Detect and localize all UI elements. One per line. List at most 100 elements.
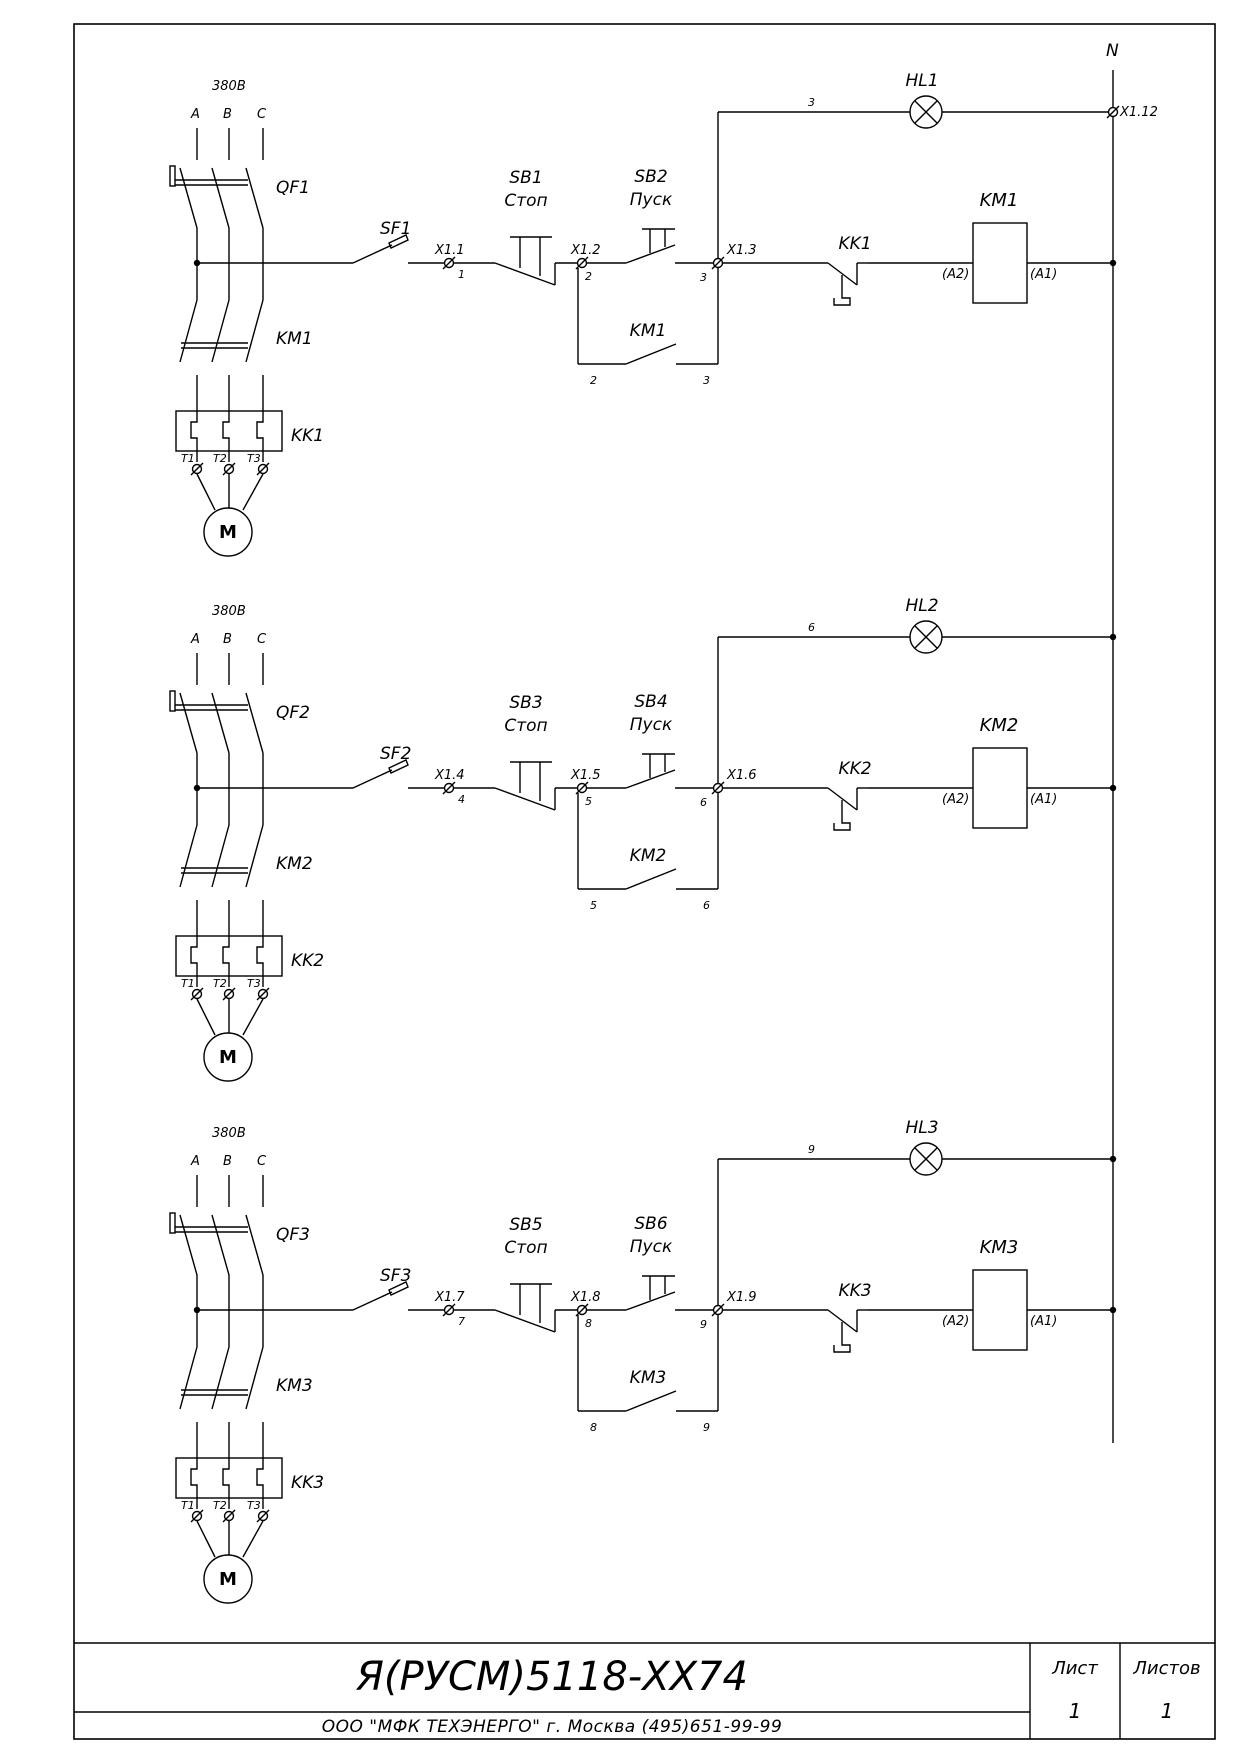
stop-button-label: SB1	[509, 168, 542, 188]
relay-contact-label: KK2	[838, 759, 871, 779]
terminal-slash	[442, 781, 456, 795]
coil-terminal-a2: (A2)	[942, 792, 969, 807]
stop-button-label: SB5	[509, 1215, 542, 1235]
overload-element	[256, 412, 264, 462]
motor-lead	[196, 998, 216, 1036]
holding-contact-label: KM3	[630, 1368, 667, 1388]
overload-element	[190, 412, 198, 462]
sheets-value: 1	[1161, 1699, 1174, 1723]
terminal-mid-label: X1.8	[570, 1290, 601, 1305]
coil-label: KM2	[980, 715, 1019, 736]
terminal-slash	[442, 1303, 456, 1317]
lamp-label: HL3	[905, 1118, 938, 1138]
title-block: Я(РУСМ)5118-XX74 ООО "МФК ТЕХЭНЕРГО" г. …	[74, 1642, 1215, 1739]
breaker-blade	[179, 167, 198, 229]
start-contact	[625, 1291, 676, 1311]
relay-contact-label: KK1	[838, 234, 871, 254]
breaker-blade	[211, 1214, 230, 1276]
contactor-coil-symbol	[972, 747, 1028, 829]
terminal-out-label: X1.6	[726, 768, 757, 783]
start-button-caption: Пуск	[630, 1237, 673, 1257]
terminal-out-label: X1.3	[726, 243, 757, 258]
wire-mid-number: 5	[585, 795, 592, 808]
voltage-label: 380В	[212, 604, 246, 619]
breaker-blade	[245, 692, 264, 754]
sheet-label: Лист	[1051, 1658, 1098, 1679]
holding-contact-branch	[577, 268, 719, 365]
contactor-blade	[179, 824, 198, 888]
terminal-symbol	[190, 1509, 204, 1523]
holding-contact	[625, 1390, 677, 1412]
motor-symbol	[203, 1032, 253, 1082]
relay-actuator	[833, 800, 851, 831]
fuse-blade	[352, 1291, 393, 1311]
terminal-symbol	[256, 987, 270, 1001]
holding-wire-number-1: 2	[590, 374, 597, 387]
stop-button-symbol	[494, 1283, 556, 1333]
terminal-slash	[575, 781, 589, 795]
terminal-mid-label: X1.5	[570, 768, 601, 783]
voltage-label: 380В	[212, 1126, 246, 1141]
relay-contact	[827, 1309, 858, 1333]
phase-label-1: B	[223, 632, 232, 647]
thermal-terminal-label-1: T2	[213, 1499, 227, 1512]
start-button-symbol	[625, 1275, 676, 1311]
contactor-blade	[179, 299, 198, 363]
junction-dot	[1109, 1155, 1117, 1163]
stop-button-caption: Стоп	[504, 1238, 547, 1258]
motor-symbol	[203, 1554, 253, 1604]
fuse-blade	[352, 244, 393, 264]
phase-label-0: A	[190, 107, 200, 122]
thermal-terminal-label-2: T3	[247, 977, 261, 990]
fuse-element	[388, 759, 409, 774]
terminal-in-label: X1.7	[434, 1290, 465, 1305]
thermal-terminal-label-2: T3	[247, 452, 261, 465]
wire-mid-number: 2	[585, 270, 592, 283]
breaker-blade	[211, 167, 230, 229]
contactor-blade	[211, 1346, 230, 1410]
neutral-bus: N X1.12	[1106, 41, 1158, 1443]
terminal-slash	[222, 1509, 236, 1523]
motor-label: M	[219, 522, 237, 543]
thermal-terminal-label-0: T1	[181, 452, 195, 465]
drawing-frame	[73, 23, 1216, 1740]
overload-element	[190, 1459, 198, 1509]
overload-label: KK1	[291, 426, 324, 446]
breaker-label: QF3	[276, 1225, 310, 1245]
start-button-label: SB6	[634, 1214, 667, 1234]
fuse-symbol	[352, 1281, 409, 1311]
holding-wire-number-2: 6	[703, 899, 710, 912]
wire-out-number: 3	[700, 271, 707, 284]
start-button-caption: Пуск	[630, 715, 673, 735]
contactor-label: KM3	[276, 1376, 313, 1396]
relay-contact-label: KK3	[838, 1281, 871, 1301]
relay-contact-symbol	[722, 262, 868, 306]
phase-label-2: C	[257, 107, 267, 122]
fuse-label: SF1	[380, 219, 411, 239]
thermal-terminal-label-0: T1	[181, 977, 195, 990]
terminal-slash	[256, 462, 270, 476]
thermal-terminal-label-0: T1	[181, 1499, 195, 1512]
terminal-symbol	[222, 987, 236, 1001]
fuse-symbol	[352, 234, 409, 264]
coil-terminal-a2: (A2)	[942, 267, 969, 282]
thermal-terminal-label-1: T2	[213, 977, 227, 990]
holding-contact-branch	[577, 1315, 719, 1412]
relay-contact	[827, 787, 858, 811]
lamp-branch	[717, 620, 1117, 783]
start-contact	[625, 769, 676, 789]
terminal-symbol	[711, 781, 725, 795]
thermal-terminal-label-1: T2	[213, 452, 227, 465]
phase-label-1: B	[223, 1154, 232, 1169]
breaker-label: QF1	[276, 178, 310, 198]
breaker-blade	[179, 692, 198, 754]
terminal-slash	[190, 1509, 204, 1523]
sheets-label: Листов	[1132, 1658, 1200, 1679]
start-button-symbol	[625, 228, 676, 264]
